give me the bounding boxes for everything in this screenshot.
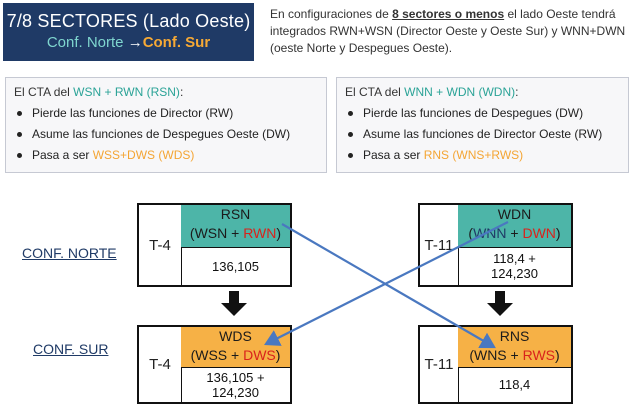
composition-close: ) bbox=[555, 347, 560, 363]
list-item: Pasa a ser WSS+DWS (WDS) bbox=[14, 145, 318, 166]
right-card-head-prefix: El CTA del bbox=[345, 85, 401, 99]
composition-close: ) bbox=[275, 347, 281, 363]
composition-close: ) bbox=[276, 225, 282, 241]
right-card-head-suffix: : bbox=[515, 85, 519, 99]
list-item: Asume las funciones de Director Oeste (R… bbox=[345, 124, 620, 145]
title-banner: 7/8 SECTORES (Lado Oeste) Conf. Norte →C… bbox=[3, 3, 254, 61]
intro-prefix: En configuraciones de bbox=[270, 7, 389, 21]
down-arrow-icon bbox=[221, 291, 247, 316]
intro-suffix: el lado Oeste tendrá integrados RWN+WSN … bbox=[270, 7, 626, 55]
sector-header-rns: RNS (WNS + RWS) bbox=[458, 327, 571, 368]
title-main: 7/8 SECTORES (Lado Oeste) bbox=[6, 11, 251, 31]
frequency-value-2: 124,230 bbox=[491, 266, 538, 281]
sector-header-rsn: RSN (WSN + RWN) bbox=[181, 205, 290, 248]
intro-highlight: 8 sectores o menos bbox=[392, 7, 505, 21]
sector-name: WDS bbox=[219, 328, 252, 344]
list-item-prefix: Pasa a ser bbox=[363, 148, 421, 162]
list-item-code: WSS+DWS (WDS) bbox=[92, 148, 195, 162]
sector-name: RNS bbox=[499, 328, 530, 344]
composition-highlight: RWN bbox=[243, 225, 277, 241]
sector-composition: (WSN + RWN) bbox=[181, 224, 290, 243]
composition-open: (WSS + bbox=[190, 347, 244, 363]
frequency-value: 118,4 bbox=[498, 377, 531, 392]
subtitle-norte: Conf. Norte bbox=[46, 34, 124, 51]
list-item-code: RNS (WNS+RWS) bbox=[423, 148, 524, 162]
right-card-list: Pierde las funciones de Despegues (DW) A… bbox=[345, 103, 620, 166]
right-card-heading: El CTA del WNN + WDN (WDN): bbox=[345, 82, 620, 103]
list-item: Pasa a ser RNS (WNS+RWS) bbox=[345, 145, 620, 166]
conf-norte-label: CONF. NORTE bbox=[22, 245, 117, 261]
left-card-list: Pierde las funciones de Director (RW) As… bbox=[14, 103, 318, 166]
sector-box-wdn: T-11 WDN (WNN + DWN) 118,4 +124,230 bbox=[418, 203, 573, 287]
frequency-cell: 136,105 +124,230 bbox=[181, 367, 290, 402]
composition-open: (WNS + bbox=[469, 347, 523, 363]
sector-name: RSN bbox=[220, 206, 251, 222]
right-card-head-code: WNN + WDN (WDN) bbox=[404, 85, 516, 99]
frequency-value: 118,4 + bbox=[493, 251, 536, 266]
composition-close: ) bbox=[555, 225, 561, 241]
list-item-text: Asume las funciones de Despegues Oeste (… bbox=[32, 127, 291, 141]
left-card-head-prefix: El CTA del bbox=[14, 85, 70, 99]
sector-box-rns: T-11 RNS (WNS + RWS) 118,4 bbox=[418, 325, 573, 404]
list-item: Pierde las funciones de Despegues (DW) bbox=[345, 103, 620, 124]
list-item: Asume las funciones de Despegues Oeste (… bbox=[14, 124, 318, 145]
frequency-cell: 118,4 bbox=[458, 367, 571, 402]
conf-sur-label: CONF. SUR bbox=[33, 341, 109, 357]
sector-name: WDN bbox=[497, 206, 532, 222]
list-item-prefix: Pasa a ser bbox=[32, 148, 90, 162]
list-item-text: Pierde las funciones de Director (RW) bbox=[32, 106, 234, 120]
composition-open: ( bbox=[468, 225, 474, 241]
sector-header-wds: WDS (WSS + DWS) bbox=[181, 327, 290, 368]
composition-highlight: DWS bbox=[243, 347, 276, 363]
composition-highlight: RWS bbox=[522, 347, 556, 363]
frequency-value: 136,105 bbox=[212, 258, 259, 274]
composition-sep: + bbox=[506, 225, 523, 241]
frequency-cell: 118,4 +124,230 bbox=[458, 247, 571, 285]
down-arrow-icon bbox=[487, 291, 513, 316]
connector-rsn-to-rns bbox=[281, 223, 496, 349]
frequency-value: 136,105 + bbox=[206, 369, 265, 385]
sector-composition: (WSS + DWS) bbox=[181, 346, 290, 365]
subtitle-arrow: → bbox=[127, 34, 143, 51]
sector-header-wdn: WDN (WNN + DWN) bbox=[458, 205, 571, 248]
composition-open: (WSN + bbox=[189, 225, 244, 241]
frequency-value-2: 124,230 bbox=[211, 384, 259, 400]
composition-highlight: DWN bbox=[522, 225, 556, 241]
sector-composition: (WNS + RWS) bbox=[458, 346, 571, 365]
composition-mid: WNN bbox=[473, 225, 507, 241]
sector-box-rsn: T-4 RSN (WSN + RWN) 136,105 bbox=[137, 203, 292, 287]
left-info-card: El CTA del WSN + RWN (RSN): Pierde las f… bbox=[5, 77, 327, 173]
list-item-text: Asume las funciones de Director Oeste (R… bbox=[363, 127, 603, 141]
intro-paragraph: En configuraciones de 8 sectores o menos… bbox=[270, 6, 632, 57]
title-subtitle: Conf. Norte →Conf. Sur bbox=[3, 34, 254, 51]
list-item-text: Pierde las funciones de Despegues (DW) bbox=[363, 106, 584, 120]
frequency-cell: 136,105 bbox=[181, 247, 290, 285]
left-card-head-suffix: : bbox=[179, 85, 184, 99]
left-card-heading: El CTA del WSN + RWN (RSN): bbox=[14, 82, 318, 103]
right-info-card: El CTA del WNN + WDN (WDN): Pierde las f… bbox=[336, 77, 629, 173]
left-card-head-code: WSN + RWN (RSN) bbox=[73, 85, 180, 99]
sector-composition: (WNN + DWN) bbox=[458, 224, 571, 243]
list-item: Pierde las funciones de Director (RW) bbox=[14, 103, 318, 124]
connector-wdn-to-wds bbox=[264, 221, 509, 346]
subtitle-sur: Conf. Sur bbox=[142, 34, 211, 51]
